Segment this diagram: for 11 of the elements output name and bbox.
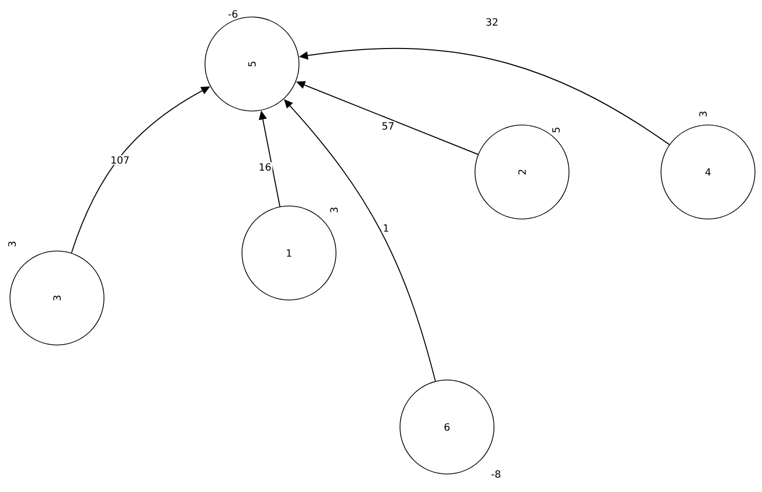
edge-label: 1 xyxy=(382,223,390,233)
node-value: 3 xyxy=(8,242,16,246)
node-value: 3 xyxy=(330,208,338,212)
node-value: 3 xyxy=(699,112,707,116)
node-value: -6 xyxy=(228,10,238,18)
node-value: -8 xyxy=(492,470,500,478)
node-value: 5 xyxy=(552,128,560,132)
edge-label: 107 xyxy=(109,155,131,165)
edge-label: 57 xyxy=(380,121,396,131)
edge-label: 32 xyxy=(484,17,500,27)
edge-label: 16 xyxy=(258,162,272,172)
